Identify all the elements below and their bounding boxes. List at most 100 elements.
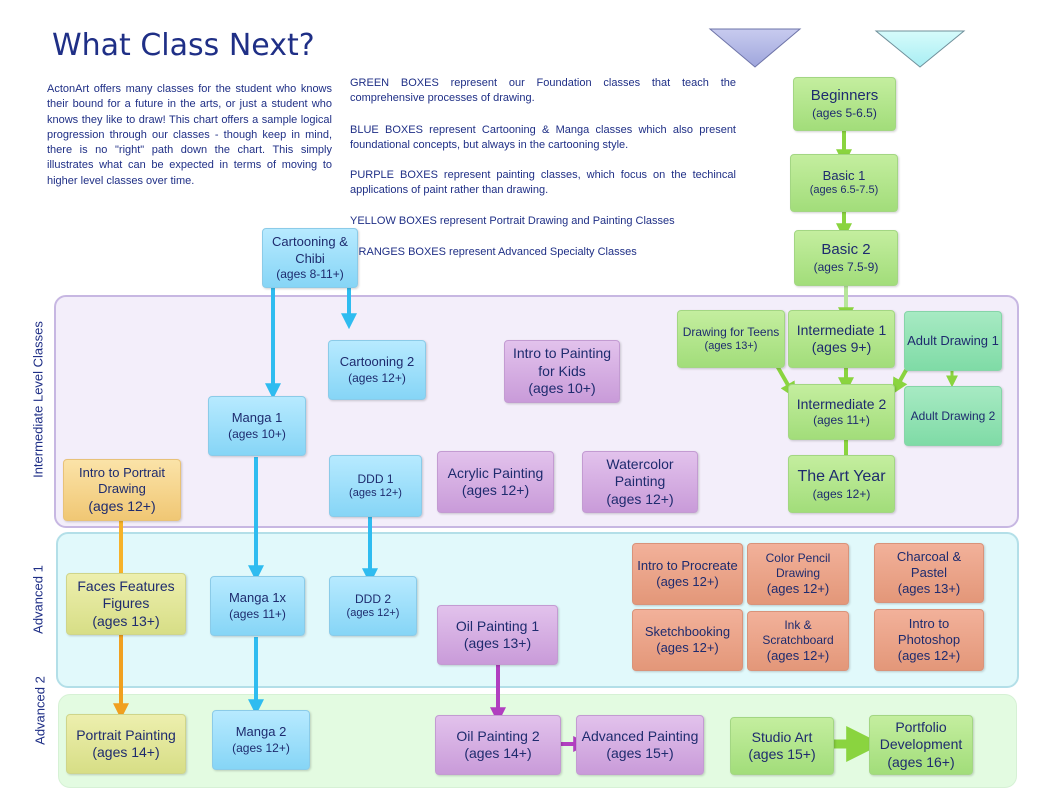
class-basic2[interactable]: Basic 2 (ages 7.5-9) <box>794 230 898 286</box>
class-ages: (ages 16+) <box>887 753 955 770</box>
class-title: The Art Year <box>797 467 886 485</box>
class-title: Oil Painting 2 <box>456 727 540 744</box>
class-ages: (ages 13+) <box>463 635 532 651</box>
legend-purple: PURPLE BOXES represent painting classes,… <box>350 169 736 197</box>
class-cartooning-chibi[interactable]: Cartooning & Chibi (ages 8-11+) <box>262 228 358 288</box>
class-intermediate1[interactable]: Intermediate 1 (ages 9+) <box>788 310 895 368</box>
class-ddd2[interactable]: DDD 2 (ages 12+) <box>329 576 417 636</box>
class-ink-scratchboard[interactable]: Ink & Scratchboard (ages 12+) <box>747 611 849 671</box>
class-title: Charcoal & Pastel <box>896 548 962 580</box>
class-manga2[interactable]: Manga 2 (ages 12+) <box>212 710 310 770</box>
class-ages: (ages 12+) <box>88 497 156 514</box>
class-advanced-painting[interactable]: Advanced Painting (ages 15+) <box>576 715 704 775</box>
class-oil-painting1[interactable]: Oil Painting 1 (ages 13+) <box>437 605 558 665</box>
intro-paragraph: ActonArt offers many classes for the stu… <box>47 83 332 187</box>
class-title: Cartooning 2 <box>339 354 415 370</box>
class-ages: (ages 6.5-7.5) <box>809 184 879 197</box>
decorative-triangles <box>708 28 966 68</box>
class-portrait-painting[interactable]: Portrait Painting (ages 14+) <box>66 714 186 774</box>
class-ages: (ages 8-11+) <box>276 266 344 281</box>
class-ages: (ages 7.5-9) <box>813 259 879 274</box>
class-title: Intro to Portrait Drawing <box>79 465 165 497</box>
class-ages: (ages 10+) <box>228 426 286 441</box>
legend-blue: BLUE BOXES represent Cartooning & Manga … <box>350 124 736 152</box>
class-intro-portrait-drawing[interactable]: Intro to Portrait Drawing (ages 12+) <box>63 459 181 521</box>
class-ages: (ages 12+) <box>461 482 530 498</box>
class-title: Portfolio Development <box>879 718 963 753</box>
class-ages: (ages 12+) <box>897 648 961 664</box>
class-ages: (ages 14+) <box>92 744 160 760</box>
class-title: Oil Painting 1 <box>455 617 540 634</box>
class-title: Drawing for Teens <box>682 324 780 339</box>
class-ages: (ages 12+) <box>606 490 674 507</box>
class-sketchbooking[interactable]: Sketchbooking (ages 12+) <box>632 609 743 671</box>
class-portfolio-development[interactable]: Portfolio Development (ages 16+) <box>869 715 973 775</box>
class-title: Intro to Procreate <box>637 557 738 573</box>
class-title: Basic 2 <box>821 241 871 259</box>
class-title: Advanced Painting <box>581 727 699 744</box>
class-ages: (ages 12+) <box>766 580 830 596</box>
class-manga1[interactable]: Manga 1 (ages 10+) <box>208 396 306 456</box>
legend-orange: ORANGES BOXES represent Advanced Special… <box>350 246 637 258</box>
class-title: Manga 1x <box>228 590 287 606</box>
class-studio-art[interactable]: Studio Art (ages 15+) <box>730 717 834 775</box>
class-faces-features-figures[interactable]: Faces Features Figures (ages 13+) <box>66 573 186 635</box>
class-oil-painting2[interactable]: Oil Painting 2 (ages 14+) <box>435 715 561 775</box>
class-title: Faces Features Figures <box>77 577 175 612</box>
class-ages: (ages 13+) <box>704 339 758 352</box>
class-color-pencil-drawing[interactable]: Color Pencil Drawing (ages 12+) <box>747 543 849 605</box>
class-cartooning2[interactable]: Cartooning 2 (ages 12+) <box>328 340 426 400</box>
class-manga1x[interactable]: Manga 1x (ages 11+) <box>210 576 305 636</box>
class-ages: (ages 15+) <box>748 746 816 762</box>
class-intro-photoshop[interactable]: Intro to Photoshop (ages 12+) <box>874 609 984 671</box>
class-title: Sketchbooking <box>644 623 731 639</box>
class-title: Cartooning & Chibi <box>272 234 348 266</box>
legend-yellow: YELLOW BOXES represent Portrait Drawing … <box>350 215 675 227</box>
class-ages: (ages 15+) <box>606 745 674 761</box>
class-ages: (ages 12+) <box>656 574 719 589</box>
class-title: Adult Drawing 1 <box>907 332 999 348</box>
class-ages: (ages 14+) <box>464 745 532 761</box>
class-ages: (ages 12+) <box>812 486 871 501</box>
class-ddd1[interactable]: DDD 1 (ages 12+) <box>329 455 422 517</box>
class-title: Manga 2 <box>235 724 287 740</box>
class-acrylic-painting[interactable]: Acrylic Painting (ages 12+) <box>437 451 554 513</box>
class-basic1[interactable]: Basic 1 (ages 6.5-7.5) <box>790 154 898 212</box>
class-beginners[interactable]: Beginners (ages 5-6.5) <box>793 77 896 131</box>
class-title: Manga 1 <box>231 410 283 426</box>
class-title: Portrait Painting <box>76 726 176 743</box>
class-adult-drawing2[interactable]: Adult Drawing 2 <box>904 386 1002 446</box>
class-intro-painting-kids[interactable]: Intro to Painting for Kids (ages 10+) <box>504 340 620 403</box>
class-ages: (ages 5-6.5) <box>812 105 877 120</box>
class-title: Intro to Photoshop <box>897 615 961 647</box>
class-title: Intermediate 2 <box>796 395 887 412</box>
class-title: Color Pencil Drawing <box>765 550 831 580</box>
class-drawing-for-teens[interactable]: Drawing for Teens (ages 13+) <box>677 310 785 368</box>
class-ages: (ages 12+) <box>348 370 406 385</box>
class-the-art-year[interactable]: The Art Year (ages 12+) <box>788 455 895 513</box>
class-charcoal-pastel[interactable]: Charcoal & Pastel (ages 13+) <box>874 543 984 603</box>
class-watercolor-painting[interactable]: Watercolor Painting (ages 12+) <box>582 451 698 513</box>
class-intermediate2[interactable]: Intermediate 2 (ages 11+) <box>788 384 895 440</box>
legend-green: GREEN BOXES represent our Foundation cla… <box>350 77 736 105</box>
class-ages: (ages 11+) <box>229 606 286 621</box>
class-ages: (ages 12+) <box>346 606 400 619</box>
class-intro-procreate[interactable]: Intro to Procreate (ages 12+) <box>632 543 743 605</box>
class-title: Adult Drawing 2 <box>910 408 996 423</box>
page-title: What Class Next? <box>52 28 315 63</box>
class-ages: (ages 12+) <box>766 647 830 663</box>
class-title: DDD 1 <box>357 471 394 486</box>
class-title: Beginners <box>810 87 879 105</box>
class-ages: (ages 12+) <box>349 486 402 499</box>
class-title: DDD 2 <box>354 591 391 606</box>
class-title: Basic 1 <box>822 168 866 183</box>
class-ages: (ages 12+) <box>656 640 719 655</box>
class-ages: (ages 12+) <box>232 740 290 755</box>
class-ages: (ages 13+) <box>92 612 160 629</box>
class-ages: (ages 10+) <box>528 380 596 397</box>
class-ages: (ages 13+) <box>897 581 961 597</box>
class-title: Acrylic Painting <box>447 464 544 481</box>
class-title: Studio Art <box>751 728 813 745</box>
class-adult-drawing1[interactable]: Adult Drawing 1 <box>904 311 1002 371</box>
